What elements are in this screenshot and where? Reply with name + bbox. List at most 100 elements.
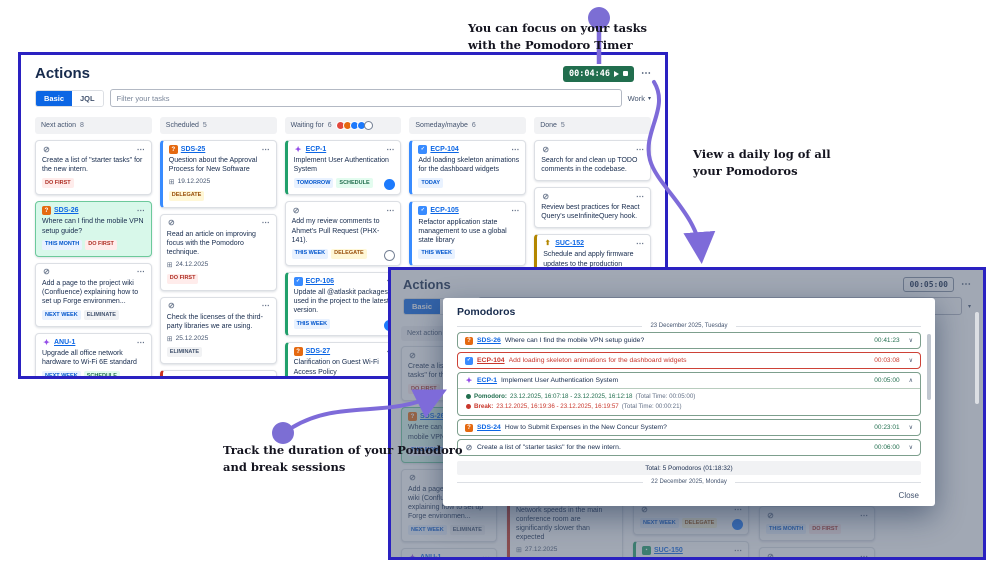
issue-key-link[interactable]: ECP-104	[430, 146, 459, 153]
issue-type-icon	[294, 145, 303, 154]
column-header[interactable]: Next action 8	[35, 117, 152, 134]
card-menu-icon[interactable]	[636, 240, 644, 248]
board-column: Waiting for 6 ECP-1 Implement User Authe…	[284, 117, 402, 376]
pomodoro-log-row[interactable]: ECP-1 Implement User Authentication Syst…	[457, 372, 921, 416]
session-time-range: 23.12.2025, 16:07:18 - 23.12.2025, 16:12…	[510, 393, 633, 400]
scrollbar[interactable]	[975, 312, 979, 404]
issue-type-icon	[42, 145, 51, 154]
chevron-icon[interactable]: ∧	[908, 378, 913, 384]
card-list: Create a list of "starter tasks" for the…	[35, 140, 152, 376]
task-card[interactable]: Add a page to the project wiki (Confluen…	[35, 262, 152, 328]
play-icon[interactable]	[614, 70, 619, 77]
tag-chip: DO FIRST	[166, 273, 199, 284]
card-menu-icon[interactable]	[386, 207, 394, 215]
session-time-range: 23.12.2025, 16:19:36 - 23.12.2025, 16:19…	[496, 403, 619, 410]
task-card[interactable]: ANU-7 Network speeds in the main confere…	[159, 370, 277, 379]
issue-key-link[interactable]: ANU-1	[54, 339, 76, 347]
pomodoro-timer[interactable]: 00:04:46	[563, 65, 634, 82]
card-menu-icon[interactable]	[511, 146, 519, 154]
card-summary: Upgrade all office network hardware to W…	[42, 350, 137, 367]
more-menu-icon[interactable]	[641, 69, 651, 79]
card-tags: TODAY	[418, 178, 519, 189]
task-card[interactable]: ECP-1 Implement User Authentication Syst…	[284, 140, 402, 196]
chevron-icon[interactable]: ∨	[908, 338, 913, 344]
task-card[interactable]: SDS-26 Where can I find the mobile VPN s…	[35, 201, 152, 257]
pomodoro-log-row[interactable]: SDS-26 Where can I find the mobile VPN s…	[457, 332, 921, 349]
issue-type-icon	[168, 375, 178, 376]
card-menu-icon[interactable]	[511, 207, 519, 215]
card-menu-icon[interactable]	[262, 376, 270, 379]
card-menu-icon[interactable]	[137, 339, 145, 347]
card-menu-icon[interactable]	[137, 207, 145, 215]
issue-type-icon	[541, 192, 550, 201]
column-header[interactable]: Waiting for 6	[284, 117, 402, 134]
tag-chip: THIS MONTH	[42, 239, 83, 250]
card-menu-icon[interactable]	[137, 146, 145, 154]
row-summary: How to Submit Expenses in the New Concur…	[504, 424, 667, 431]
issue-type-icon	[42, 338, 51, 347]
column-title: Someday/maybe	[415, 122, 468, 129]
actions-window-main: Actions 00:04:46 Basic JQL Work	[18, 52, 668, 379]
card-menu-icon[interactable]	[636, 146, 644, 154]
card-menu-icon[interactable]	[262, 302, 270, 310]
task-card[interactable]: Review best practices for React Query's …	[534, 187, 651, 229]
chevron-icon[interactable]: ∨	[908, 425, 913, 431]
pomodoro-log-row[interactable]: ECP-104 Add loading skeleton animations …	[457, 352, 921, 369]
issue-key-link[interactable]: ANU-7	[181, 375, 202, 376]
annotation-dot	[272, 422, 294, 444]
column-header[interactable]: Someday/maybe 6	[409, 117, 527, 134]
log-rows: SDS-26 Where can I find the mobile VPN s…	[457, 332, 921, 456]
card-summary: Integrate with MS Teams for Pomodoro and…	[642, 557, 742, 560]
date-separator: 22 December 2025, Monday	[457, 479, 921, 485]
issue-key-link[interactable]: ECP-106	[305, 277, 334, 285]
chevron-icon[interactable]: ∨	[908, 445, 913, 451]
issue-key-link[interactable]: SDS-25	[180, 146, 206, 153]
task-card[interactable]: Add my review comments to Ahmet's Pull R…	[284, 201, 402, 266]
card-menu-icon[interactable]	[262, 146, 270, 154]
task-card[interactable]: ANU-1 Upgrade all office network hardwar…	[35, 333, 152, 376]
issue-key-link[interactable]: SUC-152	[555, 240, 584, 248]
pomodoro-log-row[interactable]: SDS-24 How to Submit Expenses in the New…	[457, 419, 921, 436]
tag-chip: THIS WEEK	[418, 248, 455, 259]
column-header[interactable]: Scheduled 5	[159, 117, 277, 134]
issue-key-link[interactable]: SDS-26	[477, 337, 501, 344]
stop-icon[interactable]	[623, 71, 628, 76]
date-label: 23 December 2025, Tuesday	[650, 323, 728, 329]
card-menu-icon[interactable]	[386, 146, 394, 154]
issue-key-link[interactable]: SDS-26	[54, 207, 79, 215]
card-menu-icon[interactable]	[636, 193, 644, 201]
issue-key-link[interactable]: ECP-105	[430, 207, 459, 215]
card-menu-icon[interactable]	[137, 268, 145, 276]
issue-key-link[interactable]: ECP-1	[477, 377, 498, 384]
task-card[interactable]: Check the licenses of the third-party li…	[159, 296, 277, 365]
search-input[interactable]	[109, 89, 622, 107]
session-detail-line: Break: 23.12.2025, 16:19:36 - 23.12.2025…	[466, 403, 912, 410]
tag-chip: DO FIRST	[85, 239, 117, 250]
issue-key-link[interactable]: ECP-1	[305, 146, 327, 153]
task-card[interactable]: ECP-104 Add loading skeleton animations …	[409, 140, 527, 196]
column-count: 5	[560, 122, 565, 129]
filter-bar: Basic JQL Work	[35, 89, 651, 107]
task-card[interactable]: Create a list of "starter tasks" for the…	[35, 140, 152, 196]
daily-log-section: 23 December 2025, Tuesday SDS-26 Where c…	[457, 323, 921, 475]
task-card[interactable]: ECP-105 Refactor application state manag…	[409, 201, 527, 266]
scrollbar[interactable]	[927, 334, 931, 400]
session-type-label: Pomodoro:	[474, 393, 507, 400]
tab-jql[interactable]: JQL	[72, 90, 103, 106]
tab-basic[interactable]: Basic	[36, 90, 73, 106]
task-card[interactable]: ECP-106 Update all @atlaskit packages us…	[284, 271, 402, 337]
column-title: Next action	[41, 122, 77, 129]
card-menu-icon[interactable]	[262, 219, 270, 227]
issue-key-link[interactable]: ECP-104	[477, 357, 505, 364]
chevron-icon[interactable]: ∨	[908, 358, 913, 364]
issue-key-link[interactable]: SDS-27	[305, 348, 331, 356]
column-header[interactable]: Done 5	[534, 117, 651, 134]
task-card[interactable]: SDS-25 Question about the Approval Proce…	[159, 140, 277, 208]
close-button[interactable]: Close	[898, 491, 919, 500]
filter-preset-dropdown[interactable]: Work	[628, 94, 651, 103]
pomodoro-log-row[interactable]: Create a list of "starter tasks" for the…	[457, 439, 921, 456]
issue-key-link[interactable]: SDS-24	[477, 424, 501, 431]
task-card[interactable]: Search for and clean up TODO comments in…	[534, 140, 651, 182]
task-card[interactable]: SDS-27 Clarification on Guest Wi-Fi Acce…	[284, 342, 402, 376]
task-card[interactable]: Read an article on improving focus with …	[159, 213, 277, 291]
